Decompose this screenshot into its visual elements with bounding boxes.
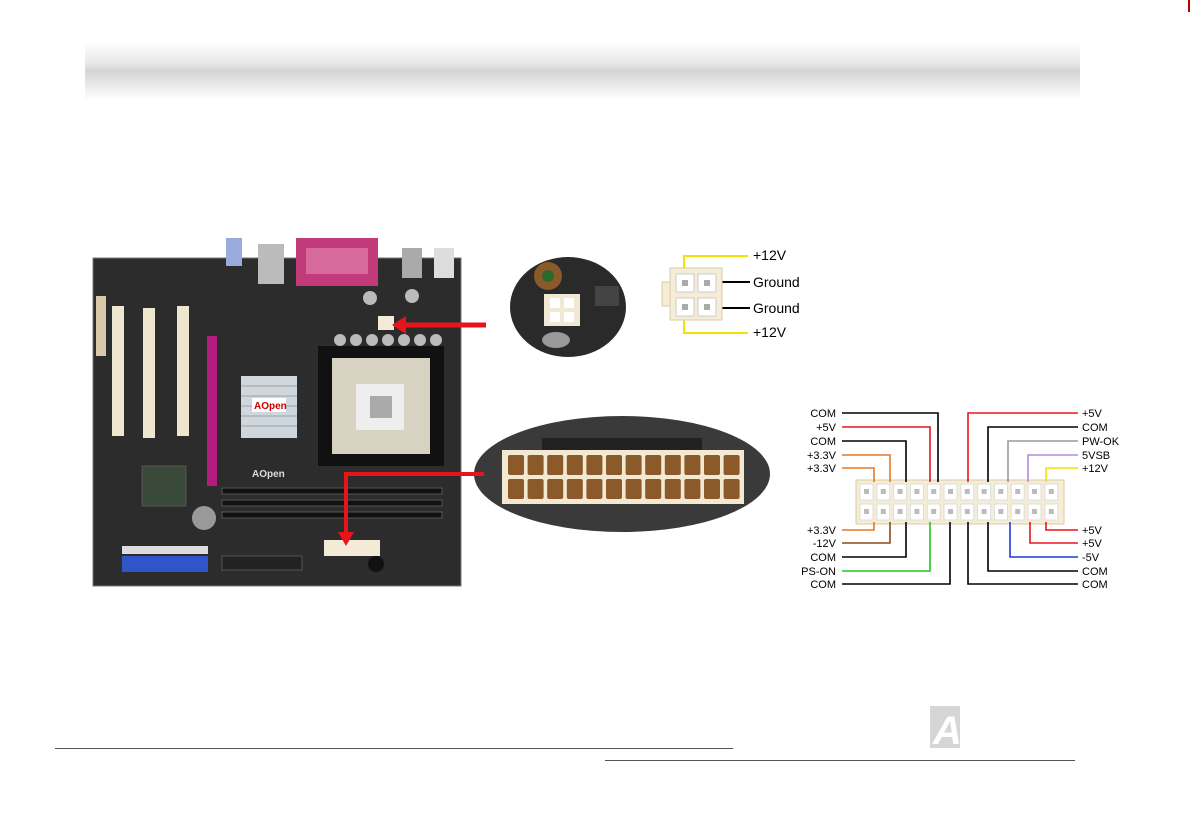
connector-pin-socket (626, 479, 642, 499)
connector-pin-socket (645, 455, 661, 475)
connector-pin-socket (508, 455, 524, 475)
atx24-right-pin-label: +5V (1082, 525, 1103, 537)
atx24-left-pin-label: COM (810, 552, 836, 564)
atx12v-pin-label: Ground (753, 274, 800, 290)
pin-dot (982, 509, 987, 514)
pin-dot (914, 509, 919, 514)
connector-pin-socket (586, 455, 602, 475)
pin-dot (948, 489, 953, 494)
footer-rule (605, 760, 1075, 761)
pin-dot (998, 489, 1003, 494)
atx12v-pin-label: +12V (753, 324, 787, 340)
connector-pin-socket (606, 455, 622, 475)
atx24-left-pin-label: +3.3V (807, 450, 837, 462)
atx12v-pin-label: +12V (753, 247, 787, 263)
connector-pin-socket (684, 455, 700, 475)
board-brand-label: AOpen (252, 469, 285, 480)
connector-pin-socket (626, 455, 642, 475)
wire (968, 413, 1078, 482)
pin-dot (898, 509, 903, 514)
wire (968, 522, 1078, 584)
pin-dot (1032, 509, 1037, 514)
atx24-right-pin-label: COM (1082, 566, 1108, 578)
pin-dot (931, 509, 936, 514)
connector-pin-socket (547, 455, 563, 475)
pin-dot (982, 489, 987, 494)
pin-dot (998, 509, 1003, 514)
atx24-right-pin-label: 5VSB (1082, 450, 1110, 462)
connector-pin-socket (547, 479, 563, 499)
pin-dot (881, 509, 886, 514)
connector-pin-socket (645, 479, 661, 499)
atx24-left-pin-label: -12V (813, 538, 837, 550)
atx24-right-pin-label: +12V (1082, 463, 1109, 475)
connector-pin-socket (606, 479, 622, 499)
connector-pin-socket (528, 479, 544, 499)
pin-dot (931, 489, 936, 494)
heatsink-brand-label: AOpen (254, 401, 287, 412)
wire (842, 522, 890, 543)
atx24-pin-diagram: COM+5VCOM+3.3V+3.3V+3.3V-12VCOMPS-ONCOM+… (801, 408, 1120, 591)
pin-dot (914, 489, 919, 494)
connector-pin-socket (704, 455, 720, 475)
pin-dot (965, 509, 970, 514)
atx24-right-pin-label: COM (1082, 422, 1108, 434)
atx24-right-pin-label: -5V (1082, 552, 1100, 564)
atx24-left-pin-label: +3.3V (807, 525, 837, 537)
wire (1010, 522, 1078, 557)
connector-pin-socket (586, 479, 602, 499)
atx24-zoom-image (474, 416, 770, 532)
motherboard-image: AOpen AOpen (93, 238, 461, 586)
pin-dot (1032, 489, 1037, 494)
pin-dot (881, 489, 886, 494)
pin-dot (864, 509, 869, 514)
atx24-left-pin-label: COM (810, 436, 836, 448)
footer-logo-text: AOpen (932, 709, 1064, 753)
connector-pin-socket (665, 479, 681, 499)
footer-logo: AOpen (930, 706, 1064, 753)
pin-dot (1015, 489, 1020, 494)
atx24-left-pin-label: +3.3V (807, 463, 837, 475)
wire (842, 522, 950, 584)
pin-dot (1049, 489, 1054, 494)
wire (1030, 522, 1078, 543)
pin-dot (965, 489, 970, 494)
pin-dot (1049, 509, 1054, 514)
atx24-left-pin-label: COM (810, 408, 836, 420)
atx12v-zoom-image (510, 257, 626, 357)
pin-dot (1015, 509, 1020, 514)
connector-pin-socket (724, 455, 740, 475)
footer-rule (55, 748, 733, 749)
atx24-left-pin-label: COM (810, 579, 836, 591)
connector-pin-socket (684, 479, 700, 499)
atx24-left-pin-label: PS-ON (801, 566, 836, 578)
atx12v-pin-diagram: +12V Ground Ground +12V (662, 247, 800, 340)
connector-pin-socket (704, 479, 720, 499)
pin-dot (948, 509, 953, 514)
connector-pin-socket (724, 479, 740, 499)
connector-pin-socket (508, 479, 524, 499)
atx12v-pin-label: Ground (753, 300, 800, 316)
atx24-right-pin-label: PW-OK (1082, 436, 1120, 448)
wire (1008, 441, 1078, 482)
pin-dot (864, 489, 869, 494)
atx24-right-pin-label: +5V (1082, 408, 1103, 420)
atx24-left-pin-label: +5V (816, 422, 837, 434)
connector-pin-socket (567, 479, 583, 499)
connector-pin-socket (528, 455, 544, 475)
pin-dot (898, 489, 903, 494)
connector-pin-socket (567, 455, 583, 475)
atx24-right-pin-label: +5V (1082, 538, 1103, 550)
connector-pin-socket (665, 455, 681, 475)
atx24-right-pin-label: COM (1082, 579, 1108, 591)
